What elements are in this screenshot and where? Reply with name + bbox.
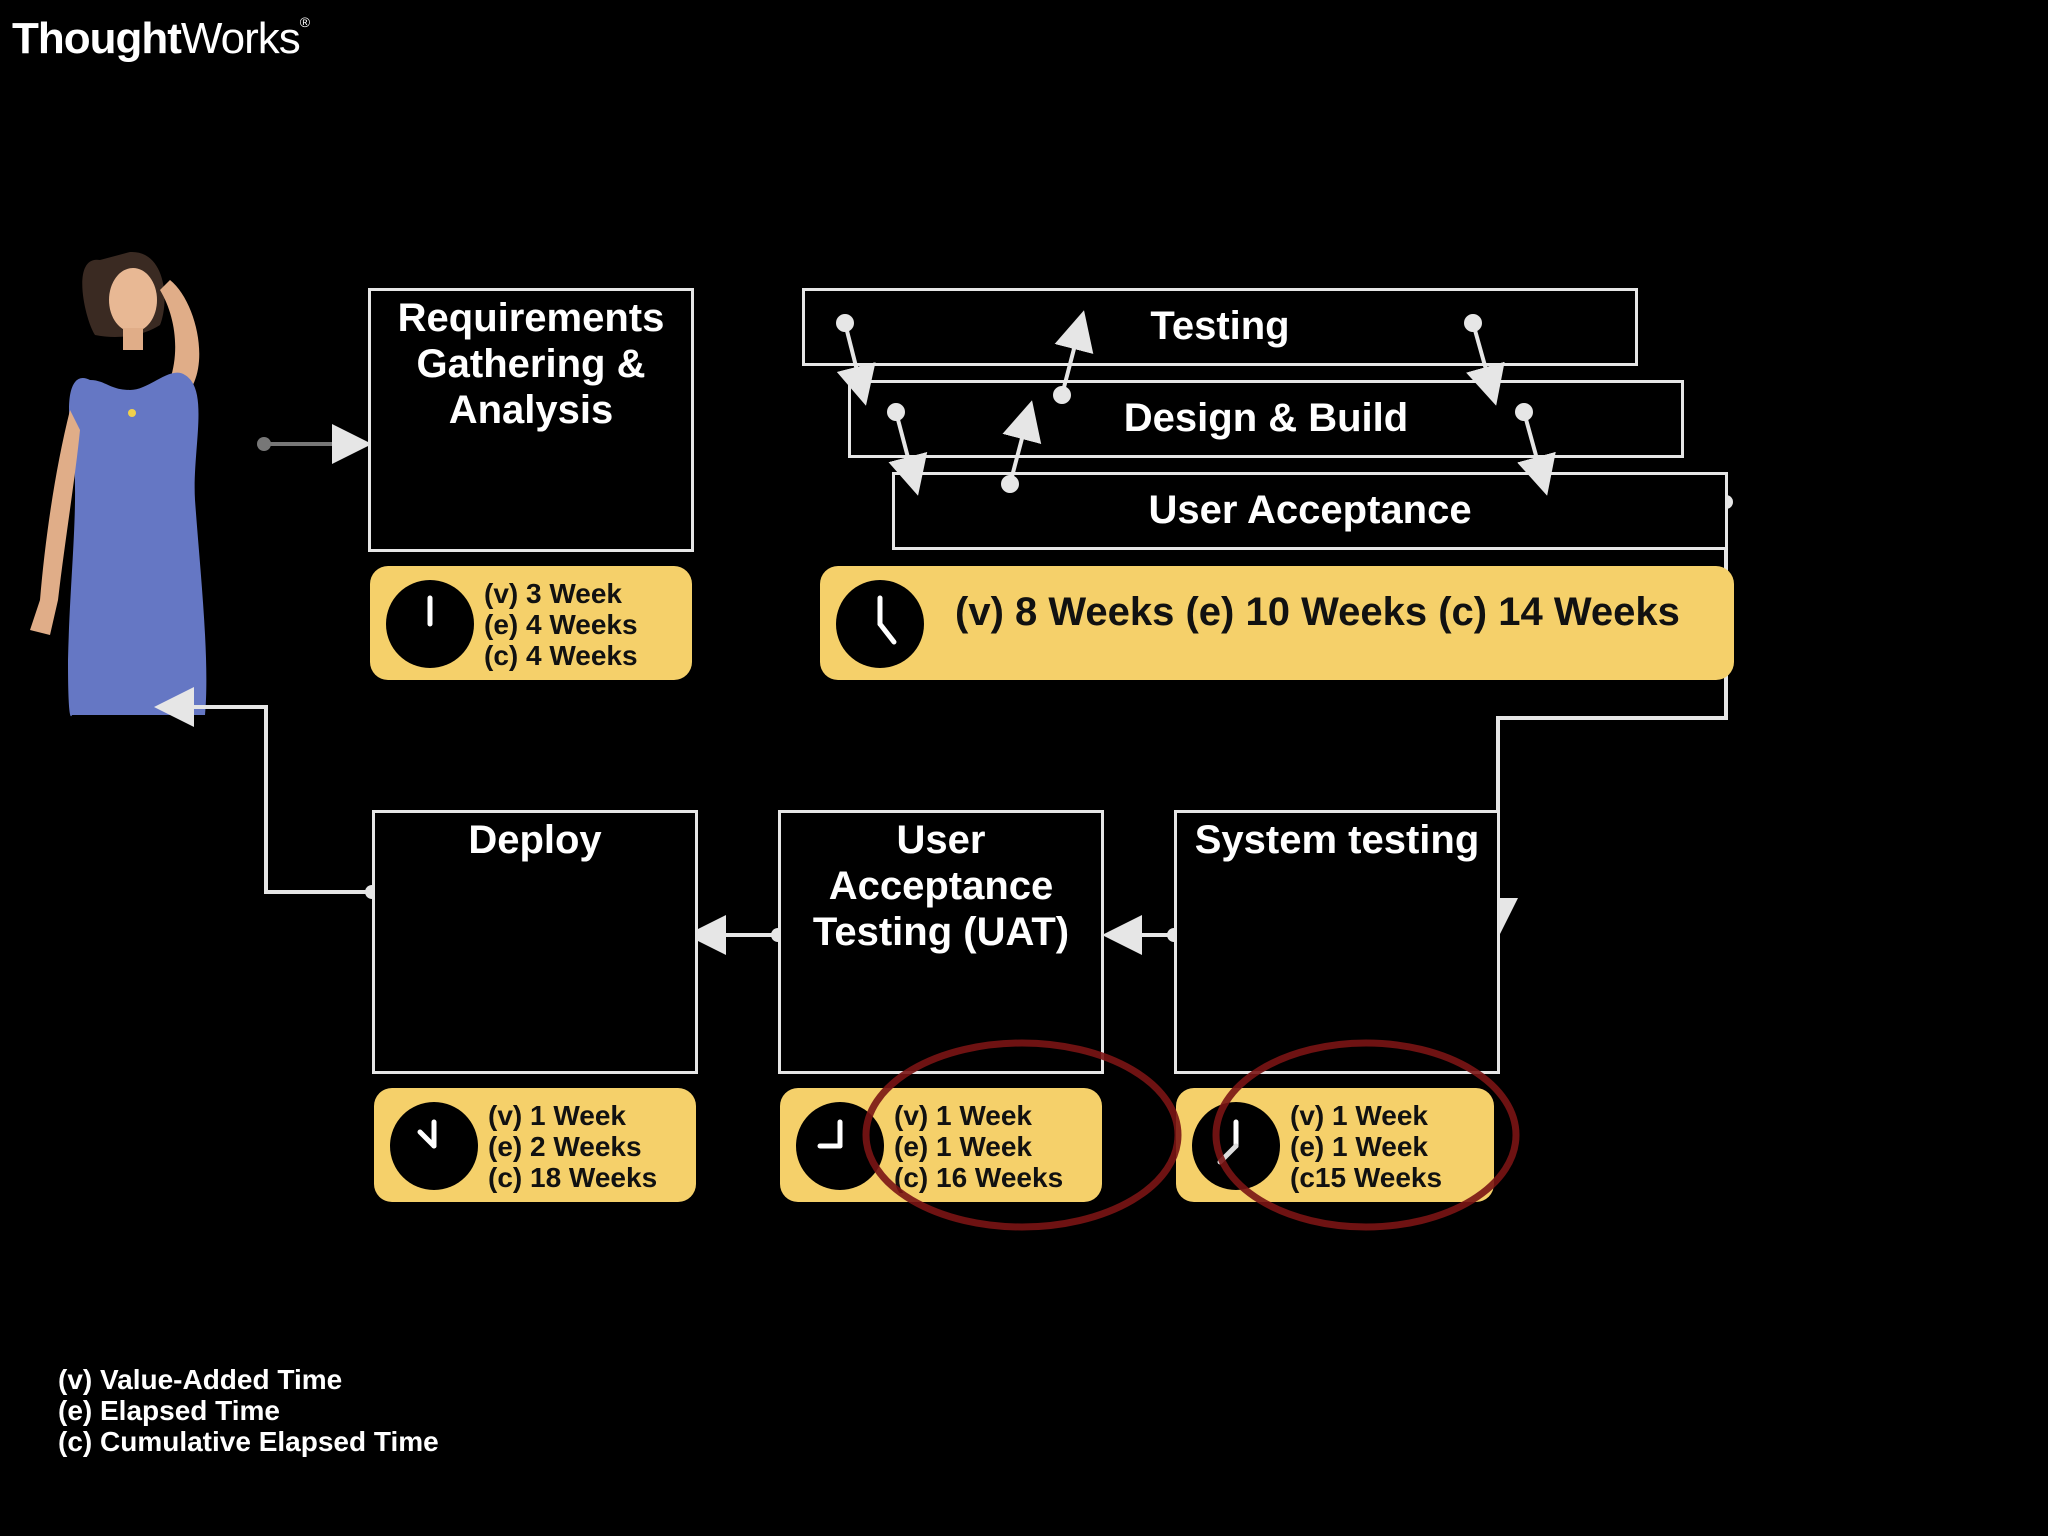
deploy-box: Deploy	[372, 810, 698, 1074]
legend-cumulative: (c) Cumulative Elapsed Time	[58, 1426, 439, 1457]
uat-title: User Acceptance Testing (UAT)	[812, 818, 1070, 954]
logo-registered-mark: ®	[299, 14, 310, 30]
stack-time-pill: (v) 8 Weeks (e) 10 Weeks (c) 14 Weeks	[820, 566, 1734, 680]
uat-time-pill: (v) 1 Week (e) 1 Week (c) 16 Weeks	[780, 1088, 1102, 1202]
logo-bold-text: Thought	[12, 14, 182, 63]
requirements-title: Requirements Gathering & Analysis	[397, 296, 665, 432]
legend: (v) Value-Added Time (e) Elapsed Time (c…	[58, 1364, 439, 1457]
user-acceptance-label: User Acceptance	[1148, 488, 1472, 532]
deploy-title: Deploy	[468, 818, 602, 862]
stack-times: (v) 8 Weeks (e) 10 Weeks (c) 14 Weeks	[955, 590, 1680, 634]
thoughtworks-logo: ThoughtWorks®	[12, 14, 310, 64]
design-build-bar: Design & Build	[848, 380, 1684, 458]
customer-illustration	[30, 251, 207, 717]
deploy-cumulative: (c) 18 Weeks	[488, 1162, 658, 1193]
logo-light-text: Works	[180, 14, 301, 63]
testing-label: Testing	[1150, 304, 1290, 348]
deploy-elapsed: (e) 2 Weeks	[488, 1131, 642, 1162]
deploy-value-added: (v) 1 Week	[488, 1100, 626, 1131]
uat-elapsed: (e) 1 Week	[894, 1131, 1032, 1162]
requirements-time-pill: (v) 3 Week (e) 4 Weeks (c) 4 Weeks	[370, 566, 692, 680]
system-testing-box: System testing	[1174, 810, 1500, 1074]
system-testing-time-pill: (v) 1 Week (e) 1 Week (c15 Weeks	[1176, 1088, 1494, 1202]
user-acceptance-bar: User Acceptance	[892, 472, 1728, 550]
system-value-added: (v) 1 Week	[1290, 1100, 1428, 1131]
legend-elapsed: (e) Elapsed Time	[58, 1395, 281, 1426]
testing-bar: Testing	[802, 288, 1638, 366]
system-elapsed: (e) 1 Week	[1290, 1131, 1428, 1162]
clock-icon	[386, 580, 474, 668]
requirements-elapsed: (e) 4 Weeks	[484, 609, 638, 640]
clock-icon	[1192, 1102, 1280, 1190]
clock-icon	[836, 580, 924, 668]
requirements-box: Requirements Gathering & Analysis	[368, 288, 694, 552]
arrow-deploy-to-customer	[154, 687, 372, 894]
legend-value-added: (v) Value-Added Time	[58, 1364, 343, 1395]
system-testing-title: System testing	[1194, 818, 1480, 862]
uat-highlight-circle	[862, 1039, 1182, 1231]
requirements-cumulative: (c) 4 Weeks	[484, 640, 638, 671]
uat-value-added: (v) 1 Week	[894, 1100, 1032, 1131]
deploy-time-pill: (v) 1 Week (e) 2 Weeks (c) 18 Weeks	[374, 1088, 696, 1202]
requirements-value-added: (v) 3 Week	[484, 578, 622, 609]
system-cumulative: (c15 Weeks	[1290, 1162, 1443, 1193]
clock-icon	[390, 1102, 478, 1190]
dress-shape	[68, 372, 207, 717]
system-highlight-circle	[1212, 1039, 1520, 1231]
design-build-label: Design & Build	[1123, 396, 1409, 440]
uat-box: User Acceptance Testing (UAT)	[778, 810, 1104, 1074]
uat-cumulative: (c) 16 Weeks	[894, 1162, 1064, 1193]
